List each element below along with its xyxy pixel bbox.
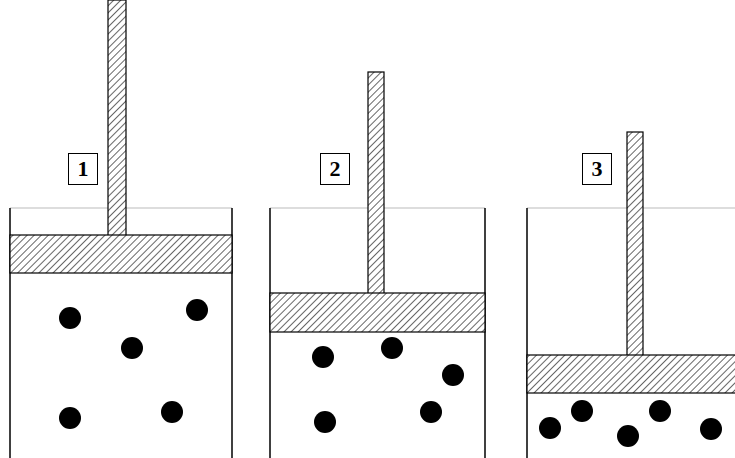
- callout-box: 1: [68, 153, 98, 185]
- cylinder: [270, 72, 485, 458]
- callout-box: 2: [320, 153, 350, 185]
- callout-number: 3: [592, 158, 603, 180]
- callout-box: 3: [582, 153, 612, 185]
- cylinder: [527, 132, 735, 458]
- callout-number: 2: [330, 158, 341, 180]
- cylinder: [10, 0, 232, 458]
- callout-number: 1: [78, 158, 89, 180]
